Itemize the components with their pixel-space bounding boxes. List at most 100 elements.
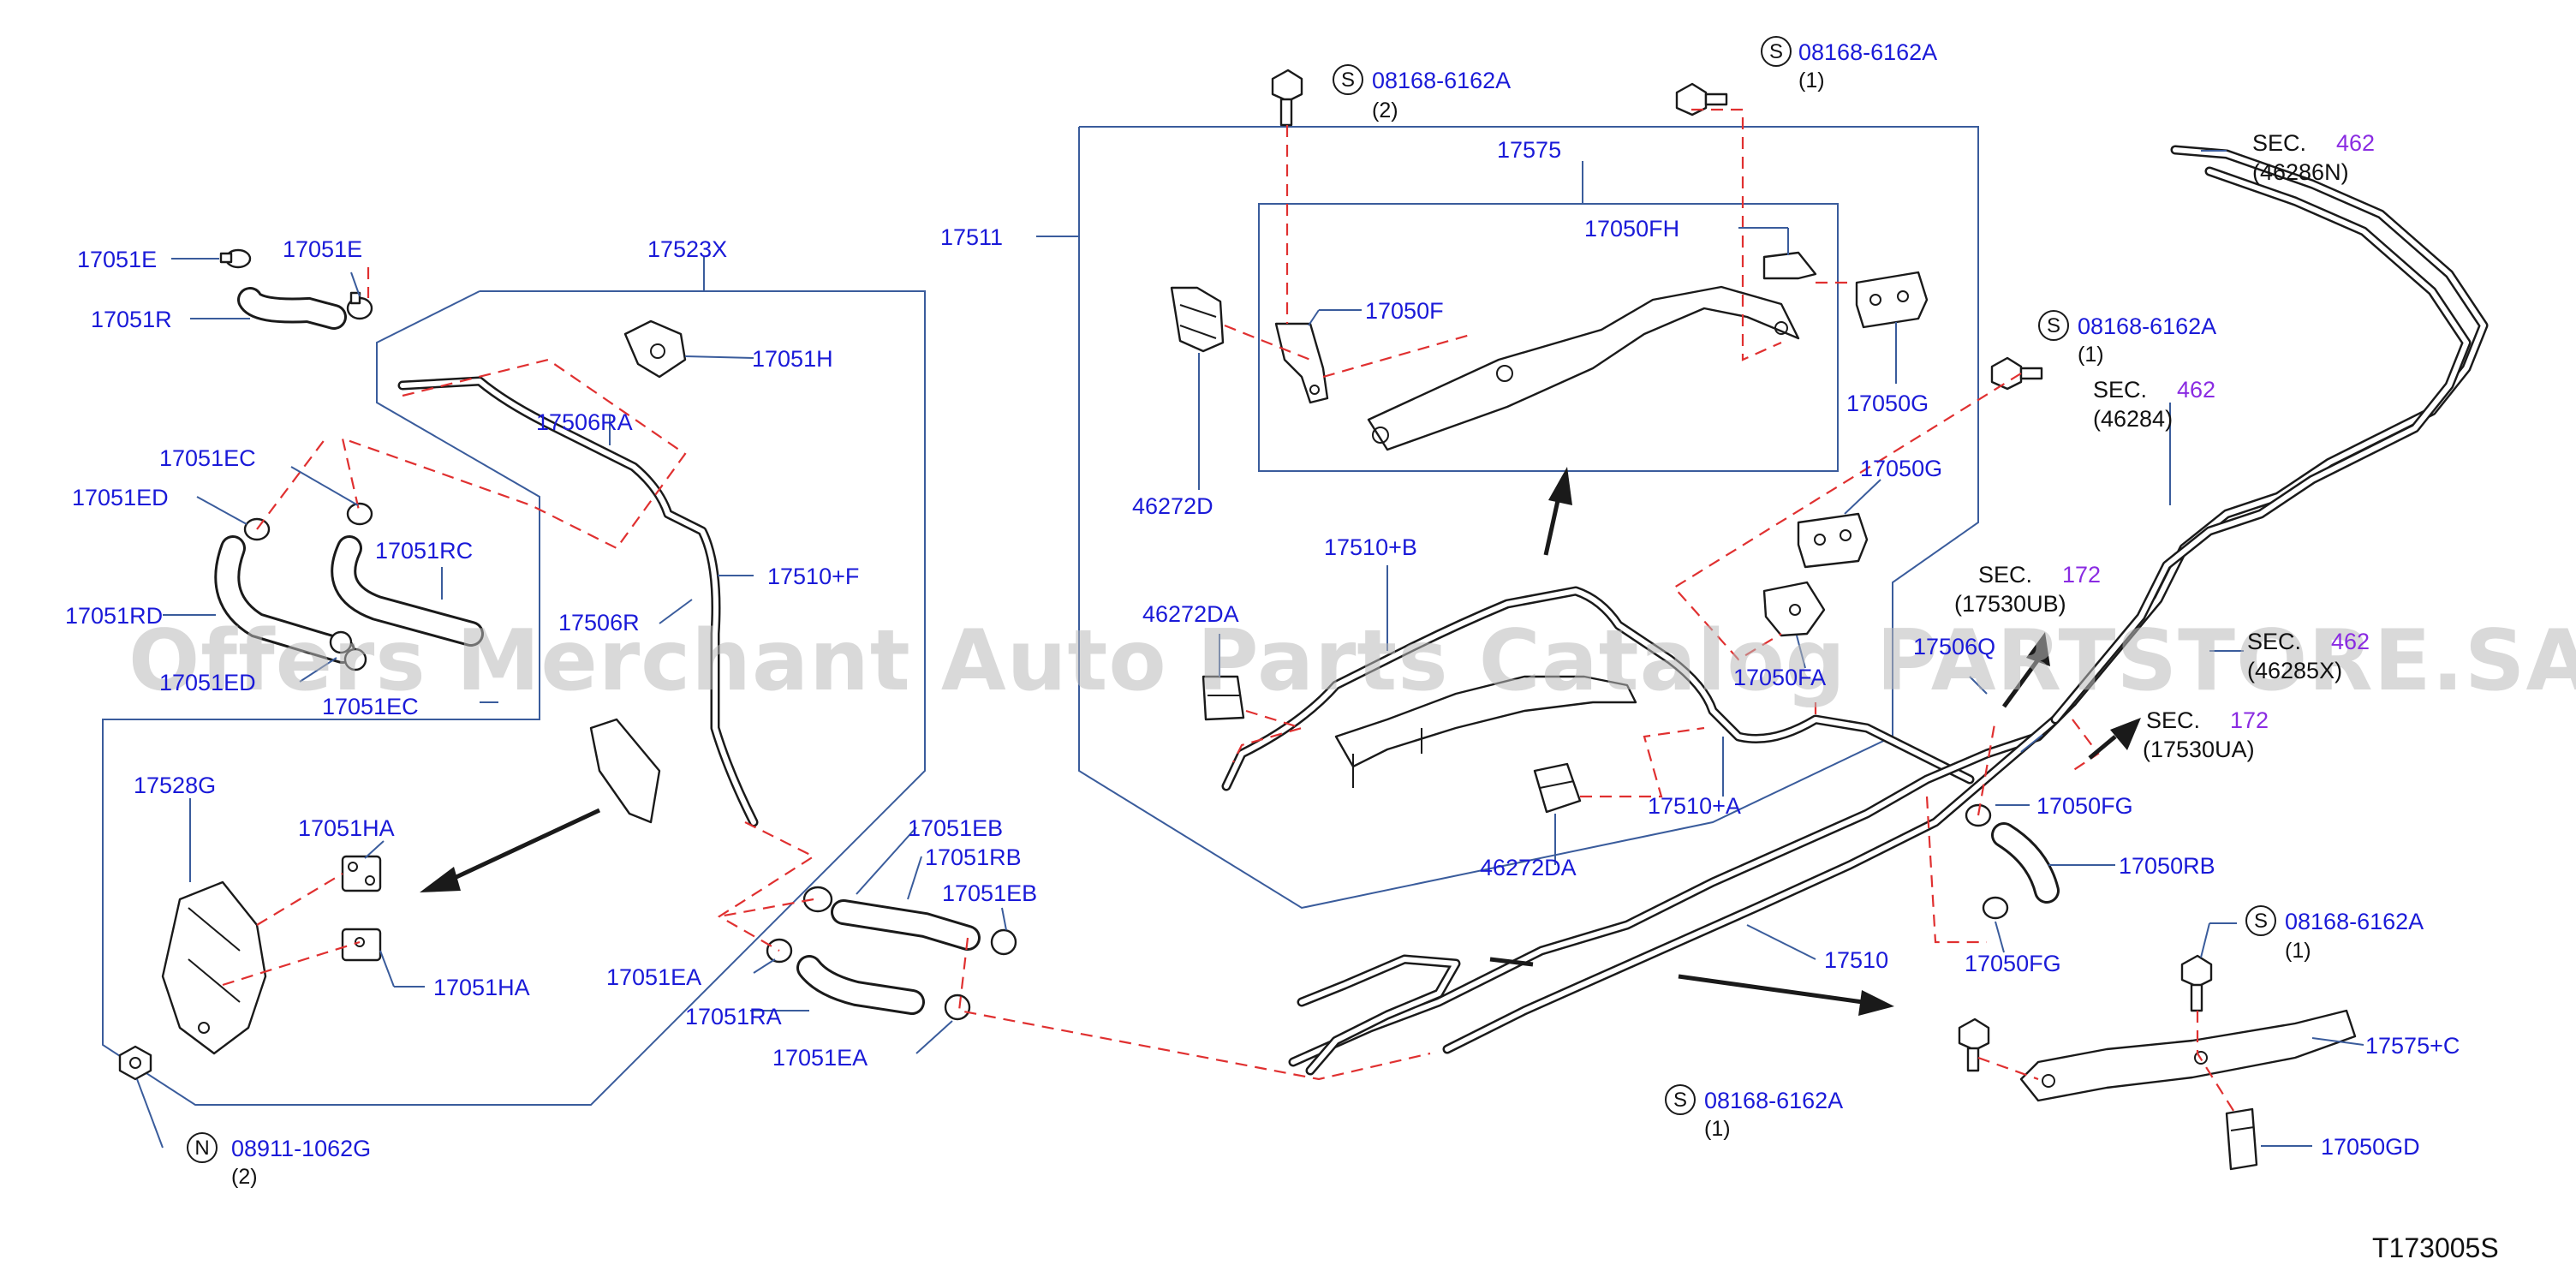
label-17511[interactable]: 17511 xyxy=(940,224,1003,250)
sec-part: (46286N) xyxy=(2252,159,2349,185)
sec-word: SEC. xyxy=(2093,377,2147,403)
fastener-callout-1: S 08168-6162A (2) xyxy=(1333,64,1511,122)
label-46272da-a[interactable]: 46272DA xyxy=(1142,601,1239,627)
clip-17051ha-b xyxy=(341,928,382,962)
label-17051ra[interactable]: 17051RA xyxy=(685,1004,782,1029)
label-17051rd[interactable]: 17051RD xyxy=(65,603,163,629)
clip-17051ha-a xyxy=(341,855,382,892)
sec-number[interactable]: 462 xyxy=(2177,377,2215,403)
standard-part-symbol xyxy=(2245,905,2276,936)
label-17051ea-a[interactable]: 17051EA xyxy=(606,964,701,990)
label-17051eb-a[interactable]: 17051EB xyxy=(908,815,1003,841)
clip-46272da-b xyxy=(1533,762,1582,814)
fastener-qty: (1) xyxy=(2078,343,2104,367)
label-17051ha-b[interactable]: 17051HA xyxy=(433,975,530,1000)
label-17051r[interactable]: 17051R xyxy=(91,307,172,332)
dashed-connectors xyxy=(222,108,2236,1114)
fastener-callout-6: N 08911-1062G (2) xyxy=(187,1132,371,1189)
clip-17050fa xyxy=(1762,581,1826,637)
fastener-qty: (1) xyxy=(2285,939,2311,963)
symbol-letter: N xyxy=(194,1137,209,1160)
label-46272da-b[interactable]: 46272DA xyxy=(1480,855,1577,880)
label-17510-b[interactable]: 17510+B xyxy=(1324,534,1417,560)
fastener-qty: (2) xyxy=(231,1165,258,1189)
sec-number[interactable]: 462 xyxy=(2336,130,2375,156)
label-46272d[interactable]: 46272D xyxy=(1132,493,1213,519)
clamp-17050fg-b xyxy=(1982,896,2009,920)
sec-number[interactable]: 172 xyxy=(2062,562,2101,588)
label-17051ed-a[interactable]: 17051ED xyxy=(72,485,169,510)
fastener-part-number[interactable]: 08168-6162A xyxy=(1798,39,1937,65)
fastener-part-number[interactable]: 08168-6162A xyxy=(2078,313,2216,339)
pipe-17510-b xyxy=(1221,586,1975,791)
sec-part: (17530UA) xyxy=(2143,737,2255,762)
label-17051ha-a[interactable]: 17051HA xyxy=(298,815,395,841)
sec-word: SEC. xyxy=(2146,707,2200,733)
part-labels: 17051E 17051E 17051R 17523X 17051H 17506… xyxy=(65,137,2460,1160)
section-ref-5[interactable]: SEC. 172 (17530UA) xyxy=(2143,707,2269,762)
bracket-17575-c xyxy=(2019,1009,2357,1102)
label-17051ea-b[interactable]: 17051EA xyxy=(772,1045,868,1071)
section-ref-2[interactable]: SEC. 462 (46284) xyxy=(2093,377,2215,432)
fastener-callout-4: S 08168-6162A (1) xyxy=(2245,905,2424,963)
label-17051ec-b[interactable]: 17051EC xyxy=(322,694,419,719)
label-17050g-a[interactable]: 17050G xyxy=(1846,391,1929,416)
fastener-callout-2: S 08168-6162A (1) xyxy=(1761,36,1937,92)
clamp-17051ec-b xyxy=(343,647,367,671)
clamp-17051ed-b xyxy=(329,630,353,654)
label-17050rb[interactable]: 17050RB xyxy=(2119,853,2215,879)
bolt-08168-6162a-4 xyxy=(2180,954,2213,1012)
label-17051h[interactable]: 17051H xyxy=(752,346,833,372)
fastener-part-number[interactable]: 08911-1062G xyxy=(231,1136,371,1161)
fastener-qty: (1) xyxy=(1798,69,1825,92)
symbol-letter: S xyxy=(2047,314,2060,337)
clip-17050g-b xyxy=(1797,512,1869,569)
clip-17050f xyxy=(1274,322,1329,404)
label-17051e-a[interactable]: 17051E xyxy=(77,247,157,272)
pipe-sec-462-run xyxy=(2050,145,2489,725)
label-17575-c[interactable]: 17575+C xyxy=(2365,1033,2460,1059)
label-17050fg-a[interactable]: 17050FG xyxy=(2036,793,2133,819)
label-17050f[interactable]: 17050F xyxy=(1365,298,1444,324)
label-17506q[interactable]: 17506Q xyxy=(1913,634,1995,659)
section-ref-4[interactable]: SEC. 462 (46285X) xyxy=(2247,629,2370,683)
label-17575[interactable]: 17575 xyxy=(1497,137,1561,163)
label-17506r[interactable]: 17506R xyxy=(558,610,640,636)
label-17050gd[interactable]: 17050GD xyxy=(2321,1134,2420,1160)
label-17050g-b[interactable]: 17050G xyxy=(1860,456,1942,481)
label-17528g[interactable]: 17528G xyxy=(134,773,216,798)
label-17051ed-b[interactable]: 17051ED xyxy=(159,670,256,695)
sec-word: SEC. xyxy=(2247,629,2301,654)
fastener-part-number[interactable]: 08168-6162A xyxy=(1704,1088,1843,1113)
label-17051rc[interactable]: 17051RC xyxy=(375,538,473,564)
label-17506ra[interactable]: 17506RA xyxy=(536,409,633,435)
label-17510[interactable]: 17510 xyxy=(1824,947,1888,973)
label-17050fh[interactable]: 17050FH xyxy=(1584,216,1679,242)
label-17051eb-b[interactable]: 17051EB xyxy=(942,880,1037,906)
label-17050fg-b[interactable]: 17050FG xyxy=(1965,951,2061,976)
pipe-17510-f xyxy=(397,376,759,827)
label-17510-f[interactable]: 17510+F xyxy=(767,564,859,589)
bolt-08168-6162a-1 xyxy=(1271,69,1303,127)
label-17051rb[interactable]: 17051RB xyxy=(925,844,1022,870)
clamp-17051e-a xyxy=(219,248,252,269)
bolt-08168-6162a-3 xyxy=(1990,356,2043,391)
label-17510-a[interactable]: 17510+A xyxy=(1648,793,1741,819)
bracket-17510-a xyxy=(1334,675,1637,788)
section-ref-1[interactable]: SEC. 462 (46286N) xyxy=(2252,130,2375,185)
section-ref-3[interactable]: SEC. 172 (17530UB) xyxy=(1954,562,2101,617)
sec-word: SEC. xyxy=(2252,130,2306,156)
sec-number[interactable]: 462 xyxy=(2331,629,2370,654)
symbol-letter: S xyxy=(2254,910,2268,933)
label-17051ec-a[interactable]: 17051EC xyxy=(159,445,256,471)
label-17523x[interactable]: 17523X xyxy=(647,236,727,262)
sec-number[interactable]: 172 xyxy=(2230,707,2269,733)
group-outline-17523x xyxy=(102,290,926,1106)
clip-46272da-a xyxy=(1202,675,1245,721)
label-17051e-b[interactable]: 17051E xyxy=(283,236,362,262)
clamp-17051ec-a xyxy=(346,502,373,526)
clip-17050g-a xyxy=(1855,271,1929,329)
fastener-part-number[interactable]: 08168-6162A xyxy=(1372,68,1511,93)
label-17050fa[interactable]: 17050FA xyxy=(1733,665,1826,690)
fastener-part-number[interactable]: 08168-6162A xyxy=(2285,909,2424,934)
